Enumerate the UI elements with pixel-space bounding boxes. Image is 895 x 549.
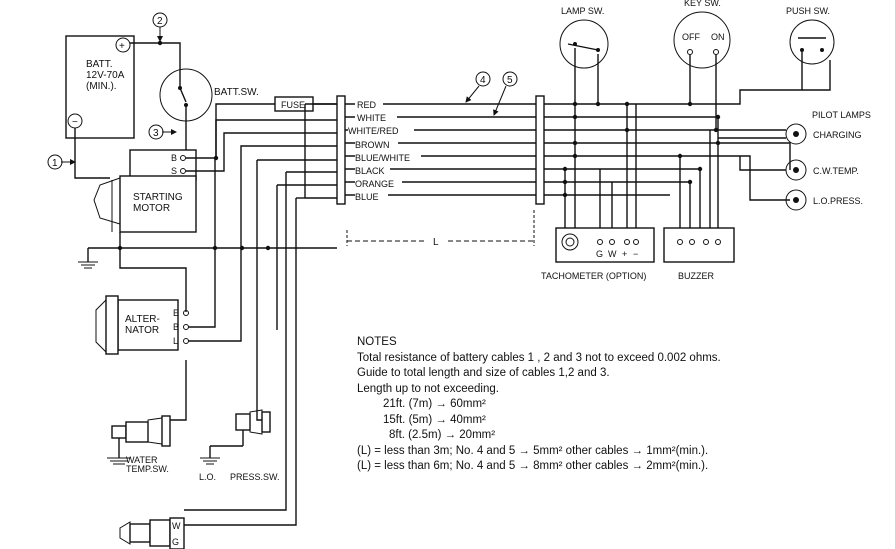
- callout-3: 3: [148, 124, 164, 140]
- battery-plus-label: +: [119, 41, 125, 52]
- notes-spec-3: 8ft. (2.5m) → 20mm²: [389, 429, 496, 441]
- svg-text:5: 5: [507, 75, 513, 86]
- tach-minus-label: −: [633, 249, 638, 259]
- callout-4: 4: [475, 71, 491, 87]
- svg-text:FUSE: FUSE: [281, 100, 305, 110]
- charging-label: CHARGING: [813, 130, 862, 140]
- notes-line-1: Total resistance of battery cables 1 , 2…: [357, 351, 721, 364]
- alt-terminal-l: L: [173, 336, 178, 346]
- lamp-sw-label: LAMP SW.: [561, 6, 604, 16]
- wire-white-label: WHITE: [357, 113, 386, 123]
- wire-black-label: BLACK: [355, 166, 385, 176]
- notes-rule-1: (L) = less than 3m; No. 4 and 5 → 5mm² o…: [357, 444, 709, 457]
- svg-text:L: L: [433, 237, 439, 248]
- callout-5: 5: [502, 71, 518, 87]
- notes-spec-2: 15ft. (5m) → 40mm²: [383, 413, 486, 426]
- lo-press-sw-label: PRESS.SW.: [230, 472, 280, 482]
- notes-rule-2: (L) = less than 6m; No. 4 and 5 → 8mm² o…: [357, 460, 709, 472]
- wire-brown-label: BROWN: [355, 140, 390, 150]
- notes-block: NOTES Total resistance of battery cables…: [357, 335, 797, 475]
- tachometer-label: TACHOMETER (OPTION): [541, 271, 646, 281]
- starter-terminal-s: S: [171, 166, 177, 176]
- callout-1: 1: [47, 154, 63, 170]
- batt-sw-label: BATT.SW.: [214, 87, 259, 98]
- svg-text:1: 1: [52, 158, 58, 169]
- lo-press-switch: L.O. PRESS.SW.: [199, 409, 280, 482]
- junctions: [562, 101, 721, 198]
- wire-orange-label: ORANGE: [355, 179, 394, 189]
- battery: + − BATT.12V-70A(MIN.).: [65, 35, 135, 139]
- pilot-lamps: PILOT LAMPS CHARGING C.W.TEMP. L.O.PRESS…: [785, 110, 871, 211]
- starter-terminal-b: B: [171, 153, 177, 163]
- wire-blue-label: BLUE: [355, 192, 379, 202]
- alt-terminal-b: B: [173, 322, 179, 332]
- buzzer-label: BUZZER: [678, 271, 715, 281]
- notes-line-2: Guide to total length and size of cables…: [357, 367, 610, 379]
- notes-title: NOTES: [357, 336, 397, 348]
- buzzer: BUZZER: [663, 227, 735, 281]
- temp-sender: W G: [119, 517, 185, 549]
- key-off-label: OFF: [682, 32, 700, 42]
- svg-text:4: 4: [480, 75, 486, 86]
- key-sw-label: KEY SW.: [684, 0, 721, 8]
- battery-label: BATT.12V-70A(MIN.).: [86, 59, 125, 92]
- sender-g-label: G: [172, 537, 179, 547]
- wire-white-red-label: WHITE/RED: [348, 126, 399, 136]
- battery-minus-label: −: [72, 117, 78, 128]
- tachometer: G W + − TACHOMETER (OPTION): [541, 227, 655, 281]
- sender-w-label: W: [172, 521, 181, 531]
- push-switch: PUSH SW.: [786, 6, 835, 65]
- lo-press-sw-lo-label: L.O.: [199, 472, 216, 482]
- cw-temp-label: C.W.TEMP.: [813, 166, 859, 176]
- key-switch: OFF ON KEY SW.: [673, 0, 731, 69]
- svg-text:2: 2: [157, 16, 163, 27]
- battery-switch: BATT.SW.: [159, 68, 259, 122]
- tach-g-label: G: [596, 249, 603, 259]
- notes-spec-1: 21ft. (7m) → 60mm²: [383, 398, 486, 410]
- harness-connector-right: [535, 95, 545, 205]
- tach-plus-label: +: [622, 249, 627, 259]
- key-on-label: ON: [711, 32, 725, 42]
- harness-connector-left: [336, 95, 346, 205]
- tach-w-label: W: [608, 249, 617, 259]
- length-dimension: L: [346, 210, 535, 248]
- svg-text:3: 3: [153, 128, 159, 139]
- lo-press-label: L.O.PRESS.: [813, 196, 863, 206]
- wire-labels: RED WHITE WHITE/RED BROWN BLUE/WHITE BLA…: [348, 100, 410, 202]
- wire-blue-white-label: BLUE/WHITE: [355, 153, 410, 163]
- pilot-lamps-label: PILOT LAMPS: [812, 110, 871, 120]
- alternator-label: ALTER-NATOR: [125, 314, 160, 336]
- lamp-switch: LAMP SW.: [559, 6, 609, 69]
- callout-2: 2: [152, 12, 168, 28]
- alternator: E B L ALTER-NATOR: [95, 295, 189, 355]
- push-sw-label: PUSH SW.: [786, 6, 830, 16]
- alt-terminal-e: E: [173, 308, 179, 318]
- notes-line-3: Length up to not exceeding.: [357, 382, 499, 395]
- wire-red-label: RED: [357, 100, 377, 110]
